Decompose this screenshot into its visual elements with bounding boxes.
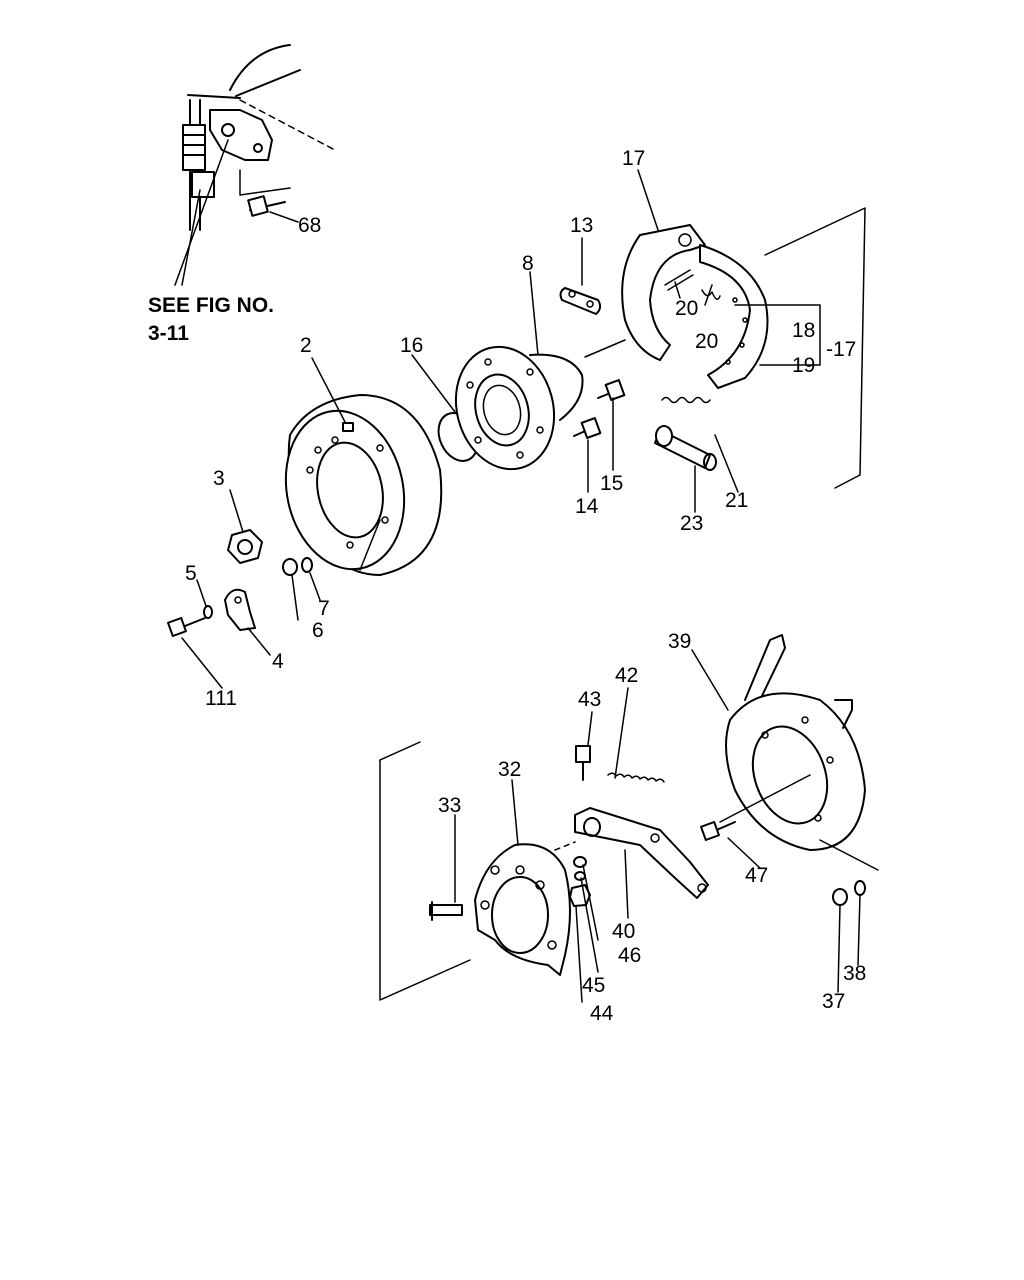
hub-shoe-link-line <box>584 339 626 358</box>
see-fig-note-line2: 3-11 <box>148 322 189 345</box>
label-5: 5 <box>185 562 197 585</box>
see-fig-pointer-lines <box>174 139 229 286</box>
label-21: 21 <box>725 489 748 512</box>
plate-nut-leader <box>819 839 879 871</box>
bolts-14-15 <box>573 379 626 439</box>
bolt-111 <box>167 617 206 637</box>
label-13: 13 <box>570 214 593 237</box>
bolt-43 <box>575 745 591 781</box>
label-4: 4 <box>272 650 284 673</box>
clip-13 <box>559 287 602 315</box>
label-15: 15 <box>600 472 623 495</box>
brake-shoe-assembly-17 <box>621 224 769 389</box>
label-20-lower: 20 <box>695 330 718 353</box>
label-44: 44 <box>590 1002 614 1025</box>
washer-45 <box>574 871 586 881</box>
label-39: 39 <box>668 630 691 653</box>
nut-6 <box>282 558 298 576</box>
part-labels: 68 17 13 8 20 20 18 -17 19 2 16 15 14 23… <box>185 147 866 1025</box>
drum-leader <box>359 519 381 571</box>
plate-bolt-leader <box>719 774 811 823</box>
label-2: 2 <box>300 334 312 357</box>
label-43: 43 <box>578 688 601 711</box>
backing-plate-39 <box>725 634 866 851</box>
washer-46 <box>573 856 587 868</box>
label-40: 40 <box>612 920 635 943</box>
label-19: 19 <box>792 354 815 377</box>
label-111: 111 <box>205 687 237 710</box>
cam-shaft-23 <box>654 425 717 471</box>
label-8: 8 <box>522 252 534 275</box>
nut-37 <box>832 888 848 906</box>
lock-nut-3 <box>227 529 263 564</box>
label-46: 46 <box>618 944 641 967</box>
label-7: 7 <box>318 597 330 620</box>
shoe-group-bracket <box>764 207 866 489</box>
label-42: 42 <box>615 664 638 687</box>
label-14: 14 <box>575 495 599 518</box>
spring-42 <box>607 772 665 783</box>
shoe-detail-bracket <box>734 304 821 366</box>
leader-lines <box>181 169 861 1003</box>
brake-drum-2 <box>284 394 443 576</box>
washer-5 <box>203 605 213 619</box>
label-6: 6 <box>312 619 324 642</box>
clamp-4 <box>224 588 256 631</box>
label-38: 38 <box>843 962 866 985</box>
label-3: 3 <box>213 467 225 490</box>
bolt-47 <box>700 821 736 841</box>
lower-group-bracket-top <box>379 741 421 761</box>
hub-8 <box>454 345 584 471</box>
label-47: 47 <box>745 864 768 887</box>
label-32: 32 <box>498 758 521 781</box>
spring-21 <box>661 396 711 404</box>
label-20-upper: 20 <box>675 297 698 320</box>
pin-33 <box>429 901 463 921</box>
frame-bracket-drawing <box>182 44 336 231</box>
label-33: 33 <box>438 794 461 817</box>
label-16: 16 <box>400 334 423 357</box>
washer-38 <box>854 880 866 896</box>
label-17-group: -17 <box>826 338 856 361</box>
plate-lever-link-line <box>554 841 576 851</box>
label-23: 23 <box>680 512 703 535</box>
label-18: 18 <box>792 319 815 342</box>
washer-7 <box>301 557 313 573</box>
label-68: 68 <box>298 214 321 237</box>
lever-40 <box>574 807 709 899</box>
see-fig-note-line1: SEE FIG NO. <box>148 294 274 317</box>
label-37: 37 <box>822 990 845 1013</box>
lower-group-bracket-left <box>379 759 471 1001</box>
label-45: 45 <box>582 974 605 997</box>
bracket-plate-32 <box>474 843 571 976</box>
label-17-shoe: 17 <box>622 147 645 170</box>
